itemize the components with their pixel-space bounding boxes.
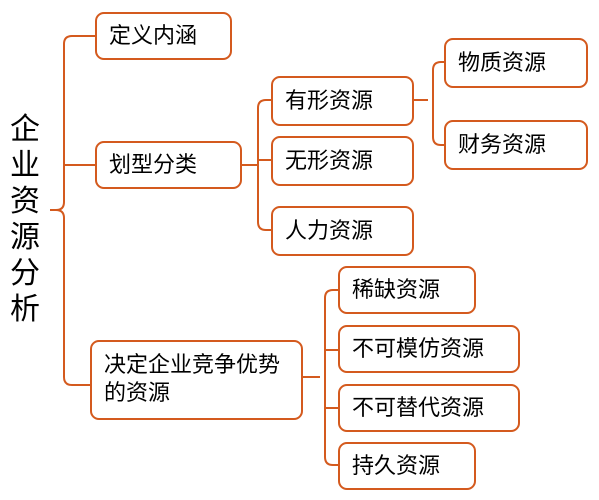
node-human: 人力资源: [271, 206, 414, 256]
node-inimitable: 不可模仿资源: [338, 325, 520, 373]
node-durable: 持久资源: [338, 442, 476, 490]
node-physical: 物质资源: [444, 38, 588, 88]
node-definition: 定义内涵: [95, 12, 232, 60]
node-financial: 财务资源: [444, 120, 588, 170]
node-intangible: 无形资源: [271, 136, 414, 186]
classification-bracket: [242, 99, 271, 231]
node-classification: 划型分类: [95, 141, 242, 189]
node-competitive: 决定企业竞争优势的资源: [90, 340, 303, 420]
root-title: 企业资源分析: [10, 112, 40, 327]
node-irreplaceable: 不可替代资源: [338, 384, 520, 432]
node-tangible: 有形资源: [271, 76, 414, 126]
competitive-bracket: [303, 289, 338, 466]
tangible-bracket: [414, 61, 444, 146]
node-scarce: 稀缺资源: [338, 266, 476, 314]
root-bracket: [50, 35, 95, 386]
